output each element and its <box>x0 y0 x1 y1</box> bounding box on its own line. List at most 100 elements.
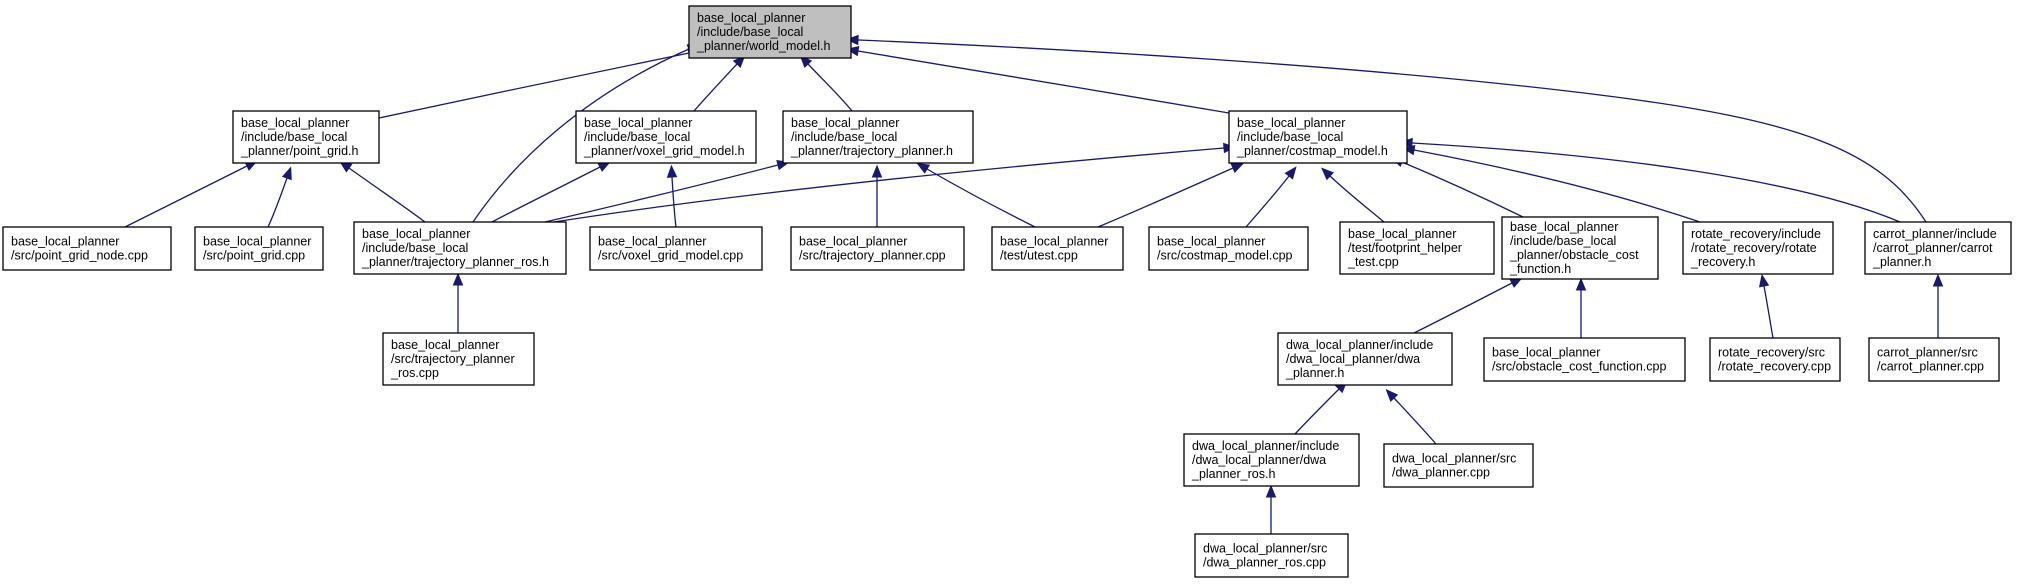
edge-line <box>1401 161 1524 218</box>
edge-line <box>1413 149 1701 223</box>
node-label-line: dwa_local_planner/src <box>1392 452 1516 466</box>
node-point-grid-node-cpp[interactable]: base_local_planner/src/point_grid_node.c… <box>2 226 172 271</box>
node-label-line: /test/footprint_helper <box>1348 241 1462 255</box>
edge-line <box>1393 397 1437 445</box>
node-trajectory-planner-ros-cpp[interactable]: base_local_planner/src/trajectory_planne… <box>382 332 535 386</box>
node-carrot-planner-h[interactable]: carrot_planner/include/carrot_planner/ca… <box>1864 221 2012 275</box>
node-box <box>790 226 965 271</box>
edge-trajectory_planner_ros_h-to-point_grid_h <box>339 160 426 223</box>
node-dwa-planner-h[interactable]: dwa_local_planner/include/dwa_local_plan… <box>1277 332 1453 386</box>
node-dwa-planner-ros-cpp[interactable]: dwa_local_planner/src/dwa_planner_ros.cp… <box>1194 533 1349 578</box>
edge-rotate_recovery_h-to-costmap_model_h <box>1401 144 1701 223</box>
node-label-line: base_local_planner <box>1510 220 1618 234</box>
edge-voxel_grid_model_cpp-to-voxel_grid_model_h <box>666 164 678 228</box>
node-label-line: /dwa_local_planner/dwa <box>1192 453 1326 467</box>
node-label-line: _recovery.h <box>1690 255 1755 269</box>
node-label-line: /include/base_local <box>1237 130 1343 144</box>
edge-line <box>857 50 1230 114</box>
node-costmap-model-cpp[interactable]: base_local_planner/src/costmap_model.cpp <box>1148 226 1309 271</box>
edge-carrot_planner_h-to-world_model_h <box>845 34 1927 223</box>
node-box <box>1183 433 1360 487</box>
node-label-line: base_local_planner <box>584 116 692 130</box>
node-dwa-planner-ros-h[interactable]: dwa_local_planner/include/dwa_local_plan… <box>1183 433 1360 487</box>
node-carrot-planner-cpp[interactable]: carrot_planner/src/carrot_planner.cpp <box>1868 337 2000 382</box>
node-label-line: /dwa_planner_ros.cpp <box>1203 556 1326 570</box>
arrow-head-icon <box>1230 162 1245 173</box>
edge-line <box>378 52 690 119</box>
node-obstacle-cost-function-h[interactable]: base_local_planner/include/base_local_pl… <box>1501 216 1659 280</box>
edge-costmap_model_cpp-to-costmap_model_h <box>1245 166 1297 228</box>
node-label-line: /src/point_grid_node.cpp <box>11 249 148 263</box>
node-label-line: base_local_planner <box>697 11 805 25</box>
node-rotate-recovery-h[interactable]: rotate_recovery/include/rotate_recovery/… <box>1682 221 1834 275</box>
node-box <box>353 221 567 275</box>
node-label-line: rotate_recovery/src <box>1718 346 1825 360</box>
edge-trajectory_planner_ros_h-to-voxel_grid_model_h <box>491 161 611 223</box>
edge-utest_cpp-to-costmap_model_h <box>1097 162 1245 228</box>
node-label-line: _planner/world_model.h <box>696 39 830 53</box>
edge-trajectory_planner_h-to-world_model_h <box>799 55 853 112</box>
edge-dwa_planner_ros_cpp-to-dwa_planner_ros_h <box>1265 484 1277 534</box>
node-label-line: /rotate_recovery.cpp <box>1718 360 1831 374</box>
node-box <box>1148 226 1309 271</box>
node-voxel-grid-model-cpp[interactable]: base_local_planner/src/voxel_grid_model.… <box>589 226 763 271</box>
arrow-head-icon <box>1321 167 1334 181</box>
node-label-line: _planner.h <box>1285 366 1344 380</box>
node-costmap-model-h[interactable]: base_local_planner/include/base_local_pl… <box>1228 110 1408 164</box>
node-box <box>2 226 172 271</box>
edge-line <box>857 39 1927 223</box>
edge-rotate_recovery_cpp-to-rotate_recovery_h <box>1758 273 1774 339</box>
node-label-line: /src/trajectory_planner.cpp <box>799 249 946 263</box>
node-label-line: dwa_local_planner/include <box>1286 338 1433 352</box>
node-box <box>1864 221 2012 275</box>
edge-dwa_planner_ros_h-to-dwa_planner_h <box>1294 380 1348 435</box>
node-label-line: base_local_planner <box>11 235 119 249</box>
edge-line <box>472 48 690 223</box>
node-footprint-helper-test-cpp[interactable]: base_local_planner/test/footprint_helper… <box>1339 221 1495 275</box>
node-label-line: _planner/voxel_grid_model.h <box>583 144 745 158</box>
node-label-line: _planner/trajectory_planner_ros.h <box>361 255 549 269</box>
edge-line <box>1097 167 1234 228</box>
node-trajectory-planner-cpp[interactable]: base_local_planner/src/trajectory_planne… <box>790 226 965 271</box>
nodes-layer: base_local_planner/include/base_local _pl… <box>2 5 2012 578</box>
edge-carrot_planner_h-to-costmap_model_h <box>1399 137 1901 223</box>
node-box <box>1868 337 2000 382</box>
node-trajectory-planner-h[interactable]: base_local_planner/include/base_local_pl… <box>782 110 974 164</box>
node-utest-cpp[interactable]: base_local_planner/test/utest.cpp <box>991 226 1124 271</box>
node-box <box>589 226 763 271</box>
node-box <box>1383 443 1534 488</box>
node-voxel-grid-model-h[interactable]: base_local_planner/include/base_local_pl… <box>575 110 757 164</box>
node-point-grid-cpp[interactable]: base_local_planner/src/point_grid.cpp <box>194 226 324 271</box>
node-box <box>232 110 380 164</box>
node-rotate-recovery-cpp[interactable]: rotate_recovery/src/rotate_recovery.cpp <box>1709 337 1841 382</box>
edge-line <box>267 177 288 228</box>
edge-point_grid_node_cpp-to-point_grid_h <box>124 160 258 228</box>
node-label-line: /src/obstacle_cost_function.cpp <box>1492 360 1666 374</box>
edge-trajectory_planner_cpp-to-trajectory_planner_h <box>871 164 883 227</box>
node-label-line: base_local_planner <box>1157 235 1265 249</box>
node-label-line: carrot_planner/src <box>1877 346 1978 360</box>
node-point-grid-h[interactable]: base_local_planner/include/base_local_pl… <box>232 110 380 164</box>
arrow-head-icon <box>1385 389 1399 402</box>
edge-trajectory_planner_ros_h-to-trajectory_planner_h <box>544 160 790 223</box>
node-label-line: base_local_planner <box>791 116 899 130</box>
edge-line <box>1329 175 1385 223</box>
node-trajectory-planner-ros-h[interactable]: base_local_planner/include/base_local_pl… <box>353 221 567 275</box>
edge-obstacle_cost_function_h-to-costmap_model_h <box>1390 157 1524 218</box>
node-label-line: /dwa_planner.cpp <box>1392 466 1490 480</box>
node-label-line: _test.cpp <box>1347 255 1399 269</box>
node-label-line: base_local_planner <box>1348 227 1456 241</box>
edge-obstacle_cost_function_cpp-to-obstacle_cost_function_h <box>1575 277 1587 338</box>
node-box <box>194 226 324 271</box>
node-dwa-planner-cpp[interactable]: dwa_local_planner/src/dwa_planner.cpp <box>1383 443 1534 488</box>
arrow-head-icon <box>1265 484 1277 498</box>
arrow-head-icon <box>1284 166 1297 180</box>
edge-utest_cpp-to-trajectory_planner_h <box>916 162 1036 228</box>
node-label-line: /carrot_planner.cpp <box>1877 360 1984 374</box>
node-box <box>1682 221 1834 275</box>
node-label-line: _planner/obstacle_cost <box>1509 248 1639 262</box>
node-obstacle-cost-function-cpp[interactable]: base_local_planner/src/obstacle_cost_fun… <box>1483 337 1686 382</box>
node-box <box>1501 216 1659 280</box>
node-label-line: /include/base_local <box>241 130 347 144</box>
